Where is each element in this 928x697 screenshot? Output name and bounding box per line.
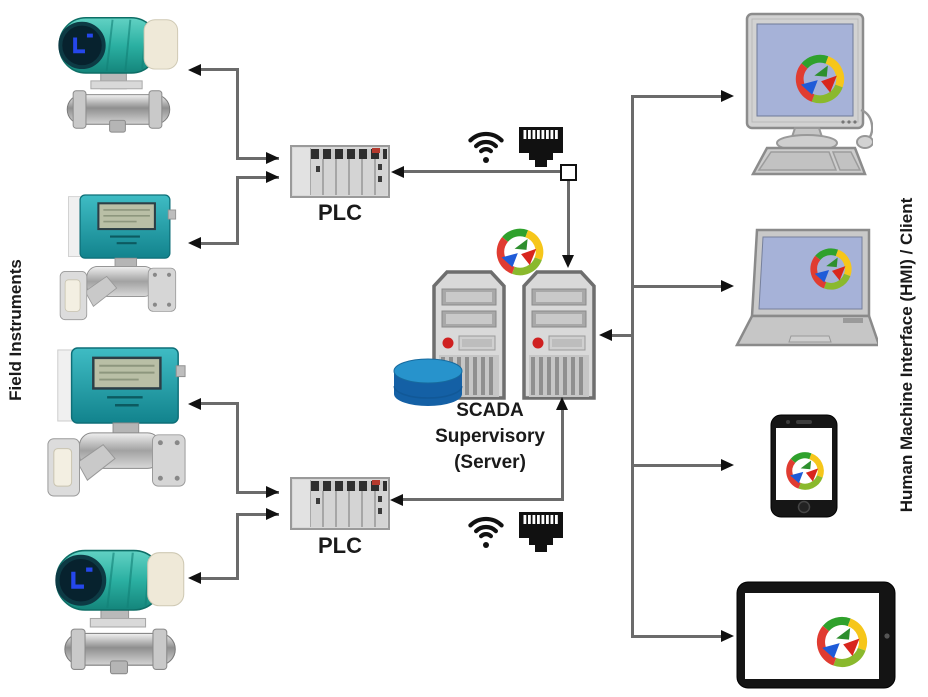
plc-slots xyxy=(311,159,387,195)
connector-line xyxy=(236,402,239,494)
plc-module-row xyxy=(311,149,387,159)
connector-line xyxy=(200,242,237,245)
arrowhead xyxy=(266,152,279,164)
hmi-client-label: Human Machine Interface (HMI) / Client xyxy=(897,197,916,513)
arrowhead xyxy=(266,486,279,498)
plc-top xyxy=(290,145,390,198)
arrowhead xyxy=(556,397,568,410)
arrowhead xyxy=(721,630,734,642)
wifi-icon-top xyxy=(462,126,510,166)
connector-line xyxy=(236,491,279,494)
scada-logo-icon-laptop xyxy=(808,246,854,292)
client-bus-line xyxy=(631,95,634,638)
plc-top-label: PLC xyxy=(318,200,362,225)
plc-power-supply xyxy=(293,148,311,195)
plc-slots xyxy=(311,491,387,527)
connector-line xyxy=(567,181,570,256)
server-label-line2: Supervisory xyxy=(435,426,545,447)
connector-line xyxy=(200,68,238,71)
arrowhead xyxy=(391,166,404,178)
arrowhead xyxy=(721,459,734,471)
connector-line xyxy=(561,409,564,501)
arrowhead xyxy=(188,398,201,410)
arrowhead xyxy=(721,90,734,102)
scada-logo-icon-desktop xyxy=(793,52,847,106)
magnetic-flowmeter-1 xyxy=(50,4,185,142)
connector-line xyxy=(612,334,633,337)
ethernet-port-icon-bottom xyxy=(517,510,565,554)
connector-line xyxy=(236,176,279,179)
magnetic-flowmeter-2 xyxy=(50,530,188,690)
connector-line xyxy=(403,498,563,501)
arrowhead xyxy=(188,237,201,249)
connector-line xyxy=(200,577,237,580)
arrowhead xyxy=(266,508,279,520)
arrowhead xyxy=(562,255,574,268)
arrowhead xyxy=(390,494,403,506)
arrowhead xyxy=(188,572,201,584)
connector-line xyxy=(634,635,721,638)
connector-line xyxy=(200,402,238,405)
scada-logo-icon-phone xyxy=(784,450,826,492)
field-instruments-label: Field Instruments xyxy=(6,259,25,401)
plc-bottom-label: PLC xyxy=(318,533,362,558)
arrowhead xyxy=(188,64,201,76)
connector-line xyxy=(236,68,239,160)
laptop xyxy=(733,228,878,353)
scada-logo-icon xyxy=(494,226,546,278)
plc-module-row xyxy=(311,481,387,491)
plc-status-led xyxy=(372,480,380,485)
gas-flowmeter-2 xyxy=(42,340,190,502)
arrowhead xyxy=(599,329,612,341)
connector-line xyxy=(634,95,721,98)
plc-bottom xyxy=(290,477,390,530)
server-label-line1: SCADA xyxy=(456,400,524,421)
connector-line xyxy=(236,176,239,245)
gas-flowmeter-1 xyxy=(55,190,180,323)
scada-logo-icon-tablet xyxy=(814,614,870,670)
connector-line xyxy=(634,285,721,288)
wifi-icon-bottom xyxy=(462,511,510,551)
plc-status-led xyxy=(372,148,380,153)
arrowhead xyxy=(266,171,279,183)
connector-line xyxy=(634,464,721,467)
ethernet-port-icon-top xyxy=(517,125,565,169)
connector-line xyxy=(236,513,239,580)
connector-line xyxy=(236,157,279,160)
server-label-line3: (Server) xyxy=(454,452,526,473)
arrowhead xyxy=(721,280,734,292)
connector-line xyxy=(404,170,561,173)
connector-line xyxy=(236,513,279,516)
plc-power-supply xyxy=(293,480,311,527)
server-tower-right xyxy=(521,269,597,401)
junction-node xyxy=(560,164,577,181)
